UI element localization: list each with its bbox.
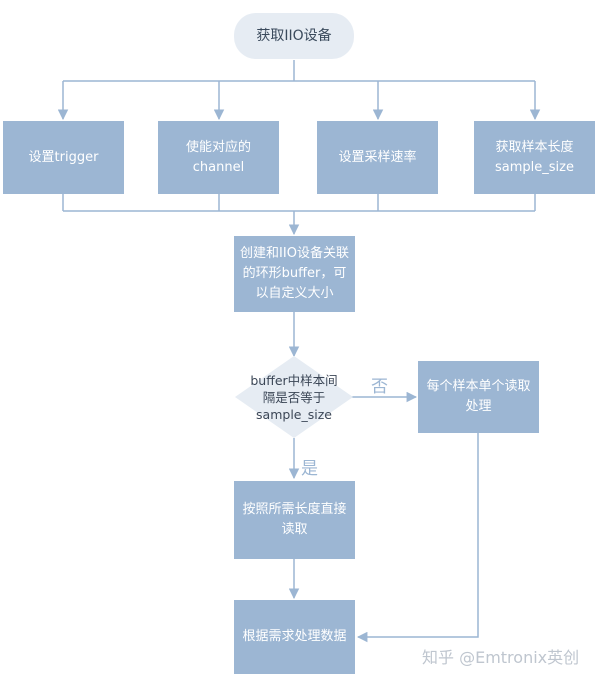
- per-sample-read-label: 每个样本单个读取 处理: [426, 379, 531, 414]
- direct-read-node: 按照所需长度直接 读取: [234, 481, 355, 559]
- process-data-label: 根据需求处理数据: [242, 629, 347, 644]
- process-data-node: 根据需求处理数据: [234, 600, 355, 674]
- set-rate-node: 设置采样速率: [317, 121, 438, 194]
- yes-label: 是: [301, 454, 318, 479]
- start-label: 获取IIO设备: [256, 28, 332, 44]
- decision-diamond: [235, 356, 353, 438]
- per-sample-read-node: 每个样本单个读取 处理: [418, 361, 539, 433]
- no-label: 否: [371, 372, 388, 397]
- enable-channel-label: 使能对应的channel: [185, 139, 251, 175]
- watermark-text: 知乎 @Emtronix英创: [422, 648, 580, 667]
- set-rate-label: 设置采样速率: [338, 149, 417, 165]
- yes-label-text: 是: [301, 459, 318, 479]
- start-node: 获取IIO设备: [234, 13, 354, 59]
- watermark: 知乎 @Emtronix英创: [422, 644, 579, 668]
- enable-channel-node: 使能对应的channel: [158, 121, 279, 194]
- direct-read-label: 按照所需长度直接 读取: [242, 502, 347, 537]
- decision-label-box: buffer中样本间 隔是否等于 sample_size: [236, 366, 352, 428]
- decision-label: buffer中样本间 隔是否等于 sample_size: [250, 372, 338, 422]
- create-buffer-label: 创建和IIO设备关联 的环形buffer，可 以自定义大小: [240, 246, 349, 301]
- create-buffer-node: 创建和IIO设备关联 的环形buffer，可 以自定义大小: [234, 236, 355, 312]
- no-label-text: 否: [371, 377, 388, 397]
- set-trigger-label: 设置trigger: [28, 149, 99, 165]
- set-trigger-node: 设置trigger: [3, 121, 124, 194]
- get-sample-size-node: 获取样本长度 sample_size: [474, 121, 595, 194]
- arrow-per-sample-to-process: [356, 433, 479, 643]
- get-sample-size-label: 获取样本长度 sample_size: [495, 139, 574, 175]
